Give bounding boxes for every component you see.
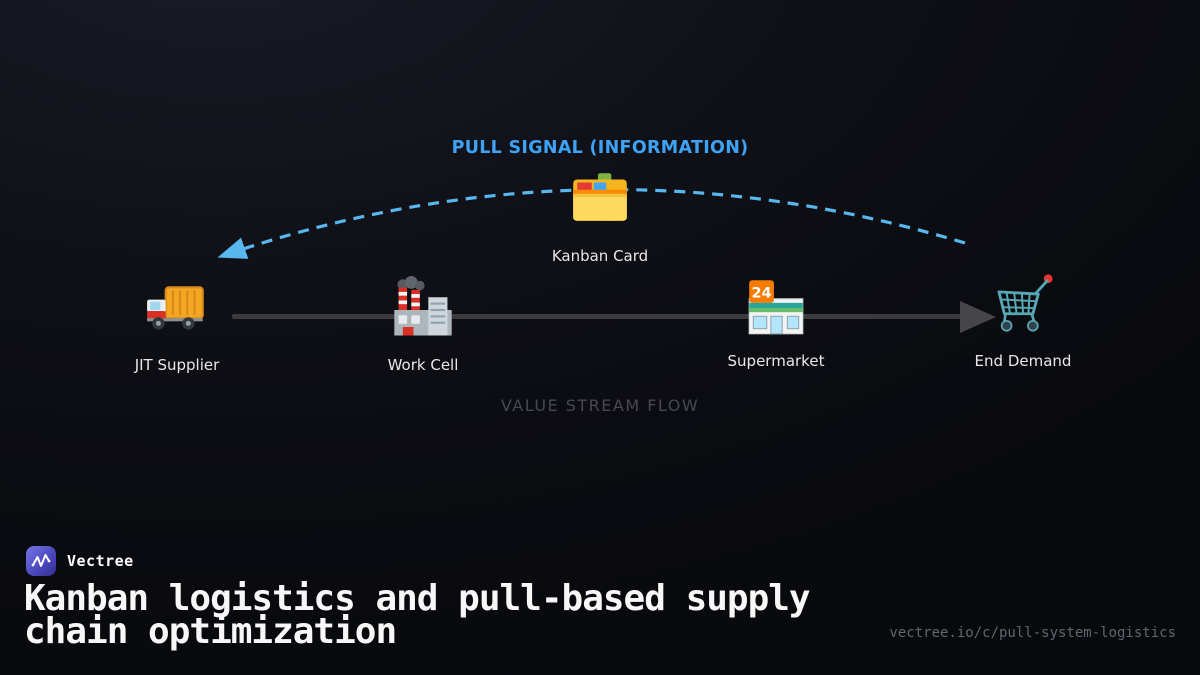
pull-signal-heading: PULL SIGNAL (INFORMATION) xyxy=(451,138,749,158)
kanban-card-label: Kanban Card xyxy=(551,247,649,265)
node-label: End Demand xyxy=(974,352,1072,370)
cart-icon xyxy=(923,268,1123,340)
store-icon: 24 xyxy=(676,268,876,340)
page-title: Kanban logistics and pull-based supply c… xyxy=(24,578,924,652)
factory-icon xyxy=(323,272,523,344)
page-title-line1: Kanban logistics and pull-based supply xyxy=(24,578,811,619)
page-title-line2: chain optimization xyxy=(24,611,397,652)
node-supermarket: 24 Supermarket xyxy=(676,268,876,370)
kanban-card-icon xyxy=(567,165,633,231)
brand-row: Vectree xyxy=(26,546,134,576)
store-sign-text: 24 xyxy=(752,286,772,302)
footer-url: vectree.io/c/pull-system-logistics xyxy=(889,625,1176,641)
node-label: Work Cell xyxy=(387,356,459,374)
node-jit-supplier: JIT Supplier xyxy=(77,272,277,374)
vectree-logo-icon xyxy=(26,546,56,576)
flow-arrowhead-icon xyxy=(960,301,996,333)
node-end-demand: End Demand xyxy=(923,268,1123,370)
value-stream-line xyxy=(232,314,962,319)
value-stream-caption: VALUE STREAM FLOW xyxy=(500,396,700,415)
brand-name: Vectree xyxy=(67,552,134,570)
node-work-cell: Work Cell xyxy=(323,272,523,374)
node-label: Supermarket xyxy=(727,352,825,370)
node-label: JIT Supplier xyxy=(134,356,220,374)
truck-icon xyxy=(77,272,277,344)
